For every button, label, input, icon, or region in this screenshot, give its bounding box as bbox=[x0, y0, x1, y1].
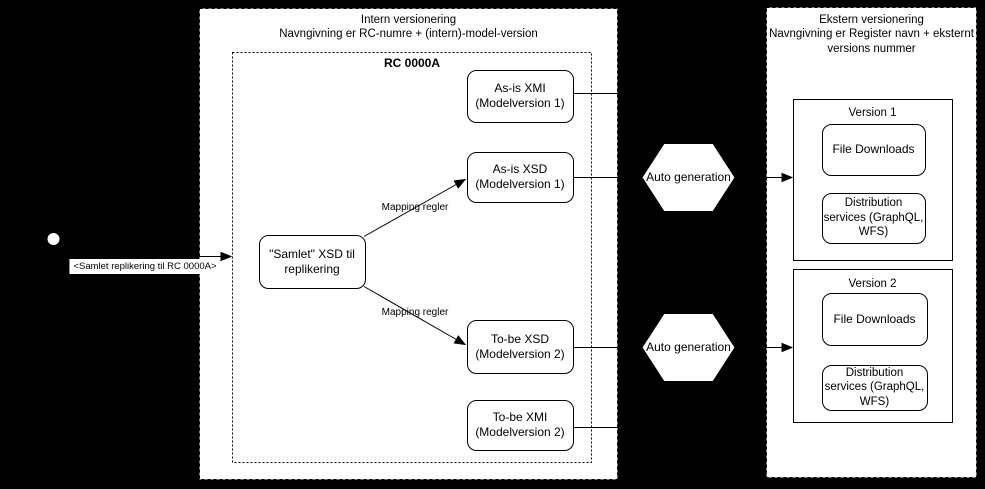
file-downloads-1-node bbox=[822, 124, 926, 176]
mapping-regler-bottom-label: Mapping regler bbox=[381, 307, 449, 318]
file-downloads-2-label: File Downloads bbox=[833, 311, 916, 326]
start-edge-line bbox=[56, 241, 231, 257]
as-is-xmi-node bbox=[467, 70, 574, 123]
distribution-services-1-label: Distribution services (GraphQL, WFS) bbox=[823, 197, 924, 239]
version-2-label: Version 2 bbox=[848, 278, 897, 290]
as-is-xsd-label: As-is XSD (Modelversion 1) bbox=[475, 162, 565, 191]
ekstern-container-title: Ekstern versionering Navngivning er Regi… bbox=[769, 14, 974, 55]
start-circle bbox=[47, 233, 60, 245]
file-downloads-2-node bbox=[822, 293, 928, 346]
to-be-xsd-label: To-be XSD (Modelversion 2) bbox=[475, 331, 565, 361]
distribution-services-2-label: Distribution services (GraphQL, WFS) bbox=[824, 366, 925, 408]
mapping-top-edge bbox=[363, 180, 465, 237]
as-is-xmi-label: As-is XMI (Modelversion 1) bbox=[475, 81, 565, 110]
distribution-services-1-node bbox=[822, 193, 926, 244]
to-be-xmi-label: To-be XMI (Modelversion 2) bbox=[475, 410, 565, 439]
version-1-label: Version 1 bbox=[848, 107, 897, 119]
samlet-xsd-label: "Samlet" XSD til replikering bbox=[269, 246, 355, 276]
intern-container-title: Intern versionering Navngivning er RC-nu… bbox=[279, 14, 538, 41]
to-be-xmi-node bbox=[467, 400, 574, 451]
file-downloads-1-label: File Downloads bbox=[832, 142, 915, 156]
mapping-regler-top-label: Mapping regler bbox=[381, 202, 449, 213]
to-be-xmi-edge bbox=[573, 347, 642, 428]
distribution-services-2-node bbox=[822, 365, 928, 411]
mapping-bottom-edge bbox=[363, 286, 465, 345]
start-edge-label: <Samlet replikering til RC 0000A> bbox=[69, 259, 221, 275]
auto-generation-1-label: Auto generation bbox=[646, 170, 731, 184]
samlet-xsd-node bbox=[259, 235, 366, 289]
rc-0000a-box bbox=[232, 52, 592, 463]
rc-0000a-label: RC 0000A bbox=[383, 56, 441, 70]
auto-generation-2-label: Auto generation bbox=[646, 340, 731, 354]
